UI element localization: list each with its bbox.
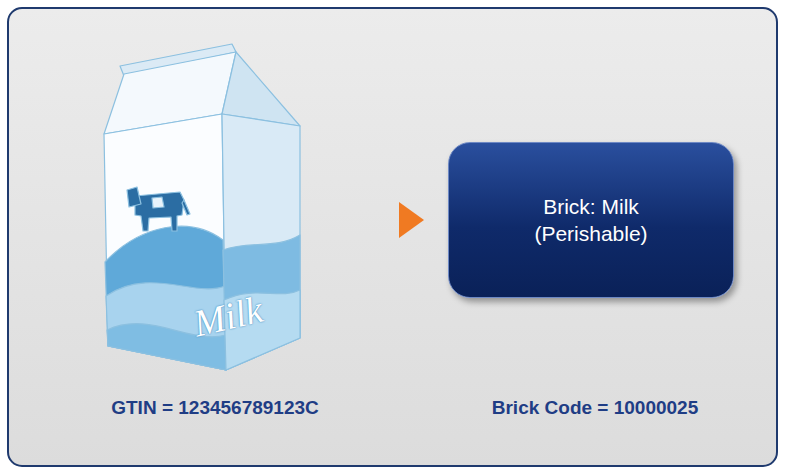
milk-carton: Milk <box>100 36 305 373</box>
code-label: Brick Code = 10000025 <box>450 396 740 420</box>
brick-box: Brick: Milk (Perishable) <box>448 142 734 298</box>
flow-arrow <box>321 214 399 227</box>
carton-part <box>222 52 300 126</box>
carton-part <box>135 192 184 231</box>
carton-part <box>152 197 164 208</box>
carton-part <box>105 226 226 370</box>
code-label: GTIN = 123456789123C <box>70 396 360 420</box>
carton-part <box>182 200 190 215</box>
carton-part <box>127 187 141 207</box>
panel-frame <box>8 8 777 466</box>
brick-label: Brick: Milk (Perishable) <box>534 193 647 247</box>
